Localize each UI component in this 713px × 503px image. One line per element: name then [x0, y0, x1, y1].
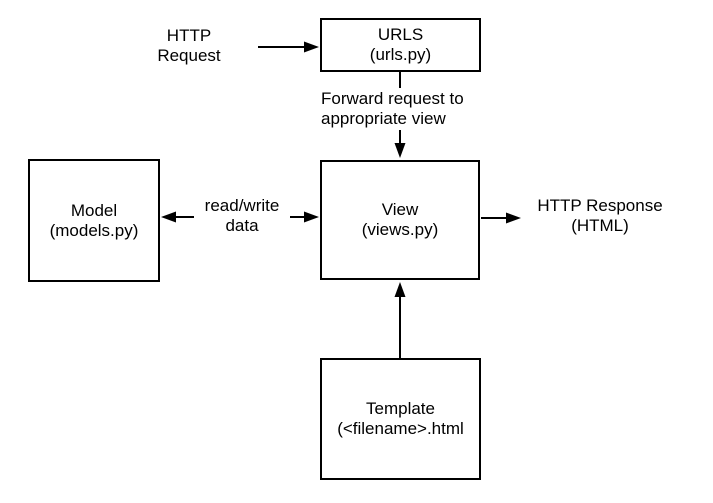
- node-view: View (views.py): [320, 160, 480, 280]
- node-model-subtitle: (models.py): [49, 220, 139, 240]
- arrowhead-down-icon: [394, 143, 406, 158]
- node-template-title: Template: [366, 399, 435, 418]
- label-http-request-line1: HTTP: [166, 26, 212, 45]
- label-read-write-data-line2: data: [225, 216, 259, 235]
- label-http-response: HTTP Response (HTML): [530, 196, 670, 236]
- label-read-write-data-line1: read/write: [204, 196, 280, 215]
- label-forward-request: Forward request to appropriate view: [318, 88, 467, 130]
- label-http-response-line2: (HTML): [571, 216, 629, 235]
- label-http-request-line2: Request: [157, 46, 221, 65]
- node-urls-title: URLS: [377, 25, 424, 44]
- label-forward-request-line2: appropriate view: [321, 109, 446, 128]
- node-urls: URLS (urls.py): [320, 18, 481, 72]
- arrow-http-request-to-urls: [258, 41, 319, 53]
- arrowhead-right-icon: [506, 212, 521, 224]
- arrowhead-right-icon: [304, 211, 319, 223]
- label-read-write-data: read/write data: [194, 195, 290, 237]
- arrow-template-to-view: [394, 282, 406, 358]
- label-forward-request-line1: Forward request to: [321, 89, 464, 108]
- node-model: Model (models.py): [28, 159, 160, 282]
- arrow-view-to-http-response: [481, 212, 521, 224]
- node-view-title: View: [381, 200, 419, 219]
- arrowhead-up-icon: [394, 282, 406, 297]
- label-http-response-line1: HTTP Response: [537, 196, 663, 215]
- node-template: Template (<filename>.html: [320, 358, 481, 480]
- node-view-subtitle: (views.py): [361, 220, 439, 239]
- node-urls-subtitle: (urls.py): [369, 45, 432, 64]
- label-http-request: HTTP Request: [139, 26, 239, 66]
- node-model-title: Model: [70, 200, 118, 220]
- arrowhead-left-icon: [161, 211, 176, 223]
- node-template-subtitle: (<filename>.html: [337, 419, 464, 438]
- arrowhead-right-icon: [304, 41, 319, 53]
